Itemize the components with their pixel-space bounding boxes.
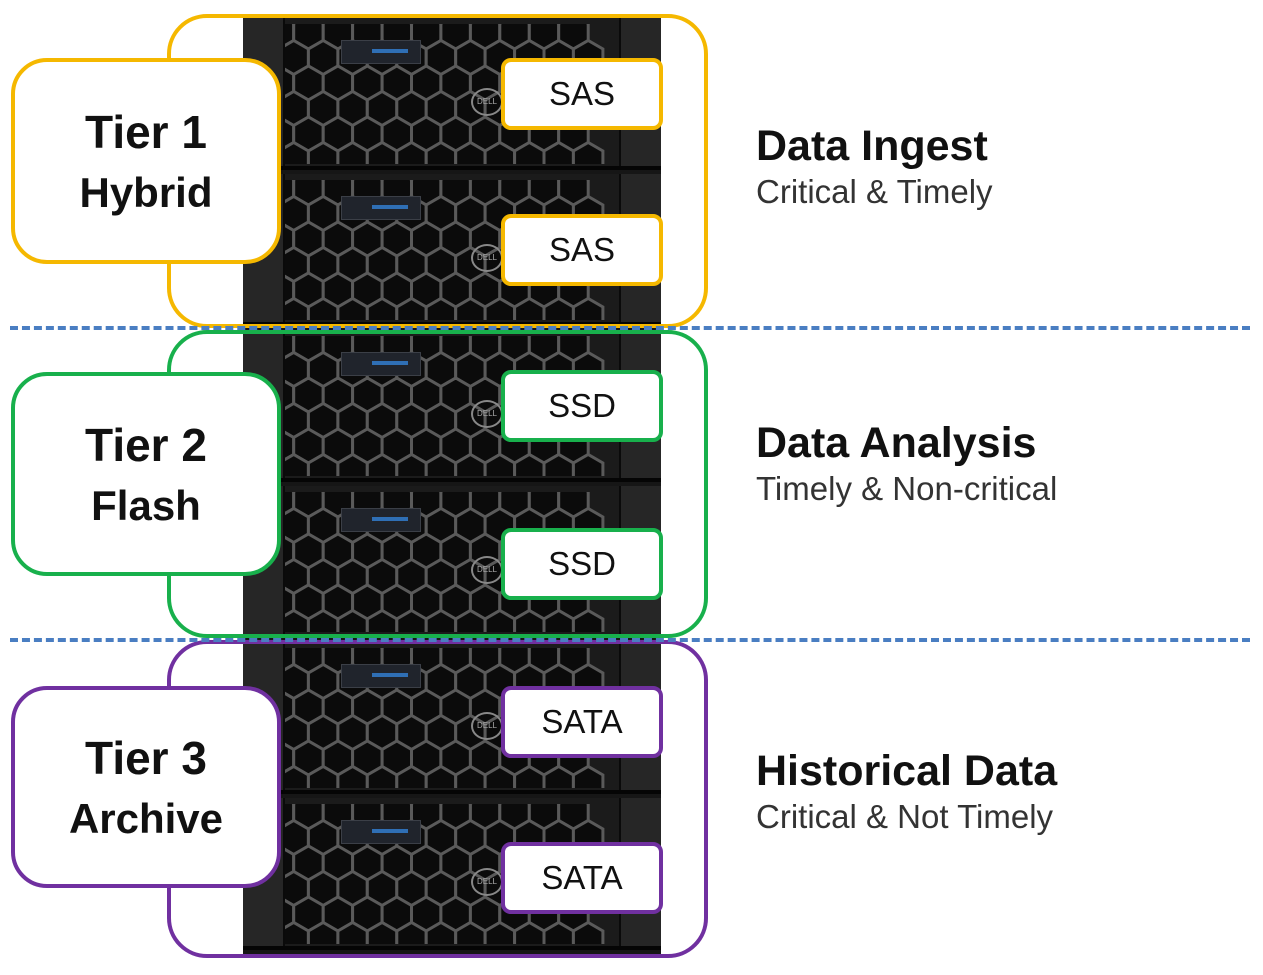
grille-cell	[365, 920, 399, 944]
grille-cell	[542, 452, 575, 476]
grille-cell	[571, 608, 605, 632]
tier-type: Archive	[68, 795, 224, 842]
grille-cell	[454, 452, 487, 476]
grille-cell	[571, 920, 605, 944]
grille-cell	[571, 452, 605, 476]
description-subtitle: Timely & Non-critical	[756, 470, 1058, 507]
grille-cell	[395, 920, 428, 944]
grille-cell	[285, 764, 310, 788]
grille-cell	[336, 920, 369, 944]
tier-2-description: Data Analysis Timely & Non-critical	[756, 417, 1057, 509]
tier-title: Tier 2	[85, 419, 207, 471]
description-title: Data Analysis	[756, 419, 1037, 467]
tier-1-label: Tier 1 Hybrid	[11, 58, 281, 264]
grille-cell	[395, 608, 428, 632]
grille-cell	[306, 140, 340, 164]
description-subtitle: Critical & Timely	[756, 173, 993, 210]
grille-cell	[454, 764, 487, 788]
drive-tag-ssd: SSD	[501, 528, 663, 600]
grille-cell	[424, 920, 458, 944]
tier-3-label: Tier 3 Archive	[11, 686, 281, 888]
tier-title: Tier 3	[85, 732, 207, 784]
tier-separator	[10, 326, 1250, 330]
grille-cell	[483, 920, 517, 944]
grille-cell	[285, 296, 310, 320]
grille-cell	[336, 296, 369, 320]
drive-tag-ssd: SSD	[501, 370, 663, 442]
drive-tag-sata: SATA	[501, 842, 663, 914]
tier-separator	[10, 638, 1250, 642]
grille-cell	[336, 608, 369, 632]
grille-cell	[454, 608, 487, 632]
grille-cell	[285, 920, 310, 944]
grille-cell	[336, 764, 369, 788]
grille-cell	[424, 296, 458, 320]
grille-cell	[285, 452, 310, 476]
grille-cell	[395, 296, 428, 320]
grille-cell	[513, 608, 546, 632]
grille-cell	[513, 140, 546, 164]
drive-tag-sas: SAS	[501, 58, 663, 130]
grille-cell	[513, 296, 546, 320]
grille-cell	[285, 140, 310, 164]
tier-title: Tier 1	[85, 106, 207, 158]
grille-cell	[483, 452, 517, 476]
grille-cell	[306, 764, 340, 788]
grille-cell	[542, 608, 575, 632]
grille-cell	[513, 764, 546, 788]
grille-cell	[306, 608, 340, 632]
grille-cell	[365, 296, 399, 320]
description-subtitle: Critical & Not Timely	[756, 798, 1054, 835]
grille-cell	[483, 140, 517, 164]
grille-cell	[365, 452, 399, 476]
tier-3-description: Historical Data Critical & Not Timely	[756, 745, 1057, 837]
grille-cell	[571, 140, 605, 164]
grille-cell	[285, 608, 310, 632]
grille-cell	[424, 608, 458, 632]
drive-tag-sata: SATA	[501, 686, 663, 758]
grille-cell	[542, 764, 575, 788]
grille-cell	[483, 608, 517, 632]
grille-cell	[483, 296, 517, 320]
grille-cell	[424, 452, 458, 476]
grille-cell	[365, 140, 399, 164]
grille-cell	[513, 452, 546, 476]
grille-cell	[336, 140, 369, 164]
description-title: Historical Data	[756, 747, 1058, 795]
tier-2-label: Tier 2 Flash	[11, 372, 281, 576]
grille-cell	[365, 764, 399, 788]
server-grille	[285, 180, 605, 320]
tier-type: Flash	[91, 482, 201, 529]
grille-cell	[306, 920, 340, 944]
grille-cell	[395, 764, 428, 788]
tier-type: Hybrid	[79, 169, 213, 216]
grille-cell	[542, 920, 575, 944]
grille-cell	[306, 296, 340, 320]
grille-cell	[424, 764, 458, 788]
grille-cell	[306, 452, 340, 476]
grille-cell	[395, 140, 428, 164]
description-title: Data Ingest	[756, 122, 988, 170]
grille-cell	[571, 296, 605, 320]
grille-cell	[365, 608, 399, 632]
grille-cell	[513, 920, 546, 944]
grille-cell	[336, 452, 369, 476]
grille-cell	[542, 140, 575, 164]
grille-cell	[424, 140, 458, 164]
grille-cell	[395, 452, 428, 476]
tier-1-description: Data Ingest Critical & Timely	[756, 120, 993, 212]
grille-cell	[454, 920, 487, 944]
grille-cell	[542, 296, 575, 320]
grille-cell	[454, 140, 487, 164]
grille-cell	[571, 764, 605, 788]
drive-tag-sas: SAS	[501, 214, 663, 286]
grille-cell	[454, 296, 487, 320]
grille-cell	[483, 764, 517, 788]
